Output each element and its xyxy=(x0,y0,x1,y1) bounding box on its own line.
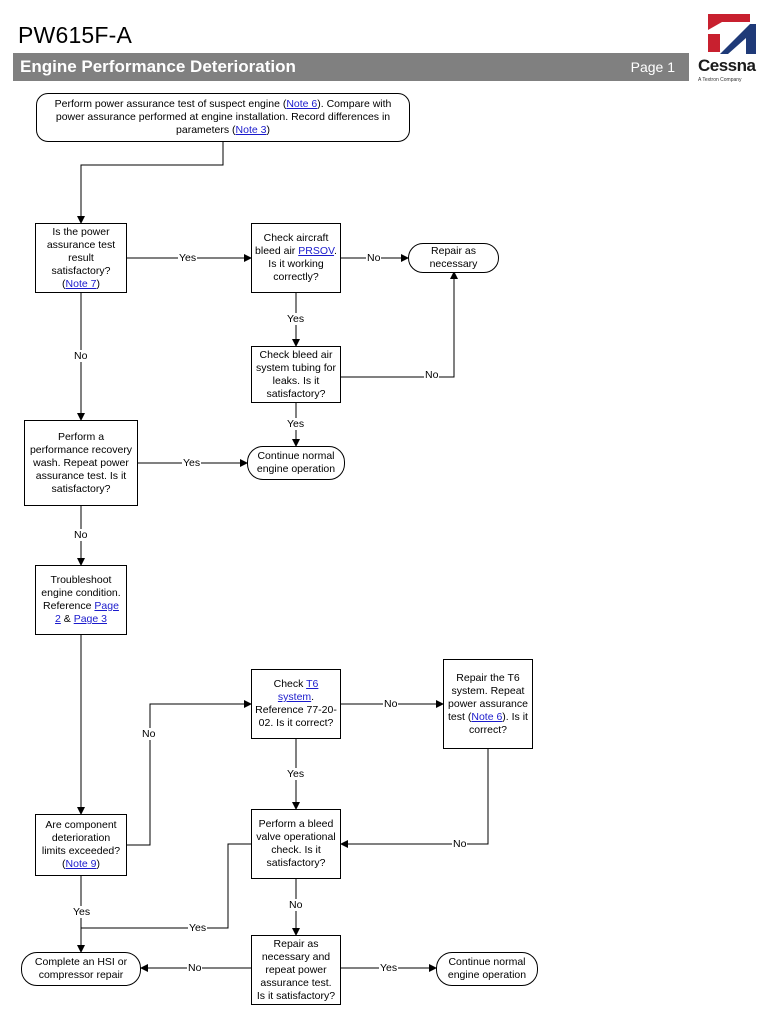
page-label: Page 1 xyxy=(630,59,675,75)
node-text-segment: ) xyxy=(96,277,100,290)
label-yes: Yes xyxy=(72,906,92,918)
node-question-limits: Are component deterioration limits excee… xyxy=(35,814,127,876)
node-text-segment: Check xyxy=(273,678,307,690)
node-repair-as-necessary: Repair as necessary xyxy=(408,243,499,273)
section-title: Engine Performance Deterioration xyxy=(20,57,296,76)
reference-link[interactable]: Page 2 xyxy=(55,600,119,625)
edge-repairt6-no xyxy=(340,749,489,848)
node-text: Perform a performance recovery wash. Rep… xyxy=(28,431,134,496)
node-text-segment: & xyxy=(60,613,74,625)
label-no: No xyxy=(187,962,203,974)
label-yes: Yes xyxy=(286,418,306,430)
node-text-segment: Repair as necessary xyxy=(429,245,478,270)
label-no: No xyxy=(366,252,382,264)
node-check-tubing: Check bleed air system tubing for leaks.… xyxy=(251,346,341,403)
label-yes: Yes xyxy=(379,962,399,974)
node-text-segment: Troubleshoot engine condition. Reference xyxy=(41,574,121,612)
node-text: Troubleshoot engine condition. Reference… xyxy=(39,574,123,626)
node-question-power-result: Is the power assurance test result satis… xyxy=(35,223,127,293)
label-no: No xyxy=(73,350,89,362)
node-text-segment: ). Is it correct? xyxy=(469,710,528,736)
label-yes: Yes xyxy=(178,252,198,264)
node-repair-t6: Repair the T6 system. Repeat power assur… xyxy=(443,659,533,749)
node-text-segment: Check bleed air system tubing for leaks.… xyxy=(256,348,336,400)
node-bleed-valve-check: Perform a bleed valve operational check.… xyxy=(251,809,341,879)
node-text: Complete an HSI or compressor repair xyxy=(25,956,137,982)
node-text: Continue normal engine operation xyxy=(440,956,534,982)
label-no: No xyxy=(383,698,399,710)
label-no: No xyxy=(73,529,89,541)
node-text: Repair as necessary xyxy=(412,245,495,271)
node-text-segment: Perform a bleed valve operational check.… xyxy=(256,818,336,869)
node-text: Perform power assurance test of suspect … xyxy=(40,98,406,137)
node-hsi-repair: Complete an HSI or compressor repair xyxy=(21,952,141,986)
node-text-segment: Complete an HSI or compressor repair xyxy=(34,956,128,981)
edge-tubing-no xyxy=(341,271,458,378)
node-start-power-assurance: Perform power assurance test of suspect … xyxy=(36,93,410,142)
reference-link[interactable]: Note 6 xyxy=(471,710,503,723)
node-text: Repair as necessary and repeat power ass… xyxy=(255,938,337,1003)
node-text: Check bleed air system tubing for leaks.… xyxy=(255,349,337,401)
node-check-t6: Check T6 system. Reference 77-20-02. Is … xyxy=(251,669,341,739)
node-text: Is the power assurance test result satis… xyxy=(39,226,123,291)
reference-link[interactable]: Note 7 xyxy=(65,277,97,290)
node-continue-operation-2: Continue normal engine operation xyxy=(436,952,538,986)
label-no: No xyxy=(288,899,304,911)
node-text: Continue normal engine operation xyxy=(251,450,341,476)
node-text-segment: Continue normal engine operation xyxy=(447,956,527,981)
edge-start-to-q xyxy=(77,142,224,224)
node-text-segment: ). Compare with power assurance performe… xyxy=(55,98,392,136)
node-text: Perform a bleed valve operational check.… xyxy=(255,818,337,870)
node-text-segment: Perform a performance recovery wash. Rep… xyxy=(29,430,133,495)
label-yes: Yes xyxy=(188,922,208,934)
reference-link[interactable]: Note 3 xyxy=(235,124,267,136)
logo-wordmark: Cessna xyxy=(698,56,756,75)
node-text-segment: Are component deterioration limits excee… xyxy=(41,819,121,870)
label-yes: Yes xyxy=(286,768,306,780)
logo-tagline: A Textron Company xyxy=(698,77,742,83)
node-text-segment: Repair the T6 system. Repeat power assur… xyxy=(448,671,528,723)
node-text-segment: Perform power assurance test of suspect … xyxy=(54,98,287,110)
node-text-segment: Check aircraft bleed air xyxy=(255,232,329,257)
label-no: No xyxy=(452,838,468,850)
node-repair-and-repeat: Repair as necessary and repeat power ass… xyxy=(251,935,341,1005)
edge-bleed-yes xyxy=(81,843,251,929)
node-text-segment: ) xyxy=(96,858,100,870)
node-check-prsov: Check aircraft bleed air PRSOV. Is it wo… xyxy=(251,223,341,293)
label-no: No xyxy=(424,369,440,381)
node-continue-operation-1: Continue normal engine operation xyxy=(247,446,345,480)
node-text: Check T6 system. Reference 77-20-02. Is … xyxy=(255,678,337,730)
node-recovery-wash: Perform a performance recovery wash. Rep… xyxy=(24,420,138,506)
label-yes: Yes xyxy=(286,313,306,325)
reference-link[interactable]: Note 9 xyxy=(65,858,97,870)
node-text: Are component deterioration limits excee… xyxy=(39,819,123,871)
reference-link[interactable]: Note 6 xyxy=(286,98,318,110)
node-text-segment: . Is it working correctly? xyxy=(268,245,337,283)
cessna-logo: Cessna A Textron Company xyxy=(698,12,760,84)
node-text-segment: . Reference 77-20-02. Is it correct? xyxy=(255,691,337,729)
reference-link[interactable]: Page 3 xyxy=(73,613,107,625)
node-text-segment: ) xyxy=(266,124,270,136)
reference-link[interactable]: T6 system xyxy=(277,678,319,703)
cessna-emblem-icon xyxy=(708,14,756,54)
node-troubleshoot: Troubleshoot engine condition. Reference… xyxy=(35,565,127,635)
section-title-bar: Engine Performance Deterioration Page 1 xyxy=(13,53,689,81)
label-no: No xyxy=(141,728,157,740)
node-text: Repair the T6 system. Repeat power assur… xyxy=(447,672,529,737)
label-yes: Yes xyxy=(182,457,202,469)
node-text-segment: Continue normal engine operation xyxy=(256,450,336,475)
document-id: PW615F-A xyxy=(18,22,133,48)
node-text-segment: Is the power assurance test result satis… xyxy=(46,225,116,290)
edge-limits-no xyxy=(127,700,252,846)
reference-link[interactable]: PRSOV xyxy=(298,245,335,257)
node-text: Check aircraft bleed air PRSOV. Is it wo… xyxy=(255,232,337,284)
node-text-segment: Repair as necessary and repeat power ass… xyxy=(256,937,336,1002)
